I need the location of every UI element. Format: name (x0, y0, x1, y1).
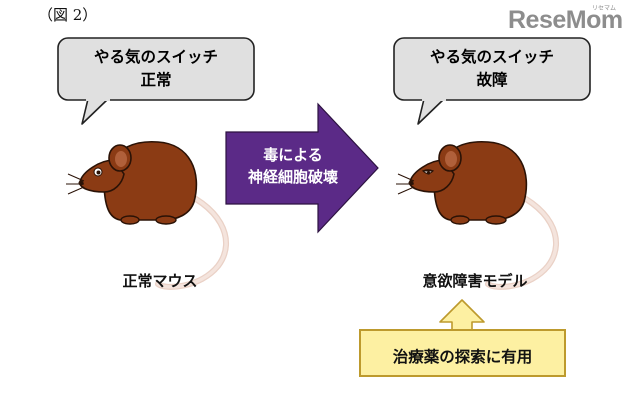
arrow-label-line1: 毒による (263, 146, 323, 164)
left-bubble-line2: 正常 (140, 71, 172, 89)
normal-mouse-illustration (66, 142, 226, 287)
figure-label: （図 2） (38, 6, 98, 24)
right-bubble-line1: やる気のスイッチ (429, 48, 554, 66)
left-bubble-text: やる気のスイッチ 正常 (62, 46, 250, 92)
left-speech-bubble (57, 37, 255, 125)
up-arrow-icon (439, 299, 485, 333)
model-mouse-caption: 意欲障害モデル (422, 272, 528, 290)
highlight-box-text: 治療薬の探索に有用 (392, 348, 533, 366)
right-speech-bubble (393, 37, 591, 125)
normal-mouse-caption: 正常マウス (122, 272, 198, 290)
arrow-label: 毒による 神経細胞破壊 (228, 144, 358, 188)
arrow-label-line2: 神経細胞破壊 (247, 168, 338, 186)
highlight-box (359, 329, 566, 377)
right-bubble-line2: 故障 (476, 71, 508, 89)
resemom-logo: ReseMom (508, 6, 623, 34)
left-bubble-line1: やる気のスイッチ (93, 48, 218, 66)
process-arrow (225, 102, 379, 234)
right-bubble-text: やる気のスイッチ 故障 (398, 46, 586, 92)
resemom-logo-subtext: リセマム (592, 5, 617, 12)
model-mouse-illustration (396, 142, 556, 287)
